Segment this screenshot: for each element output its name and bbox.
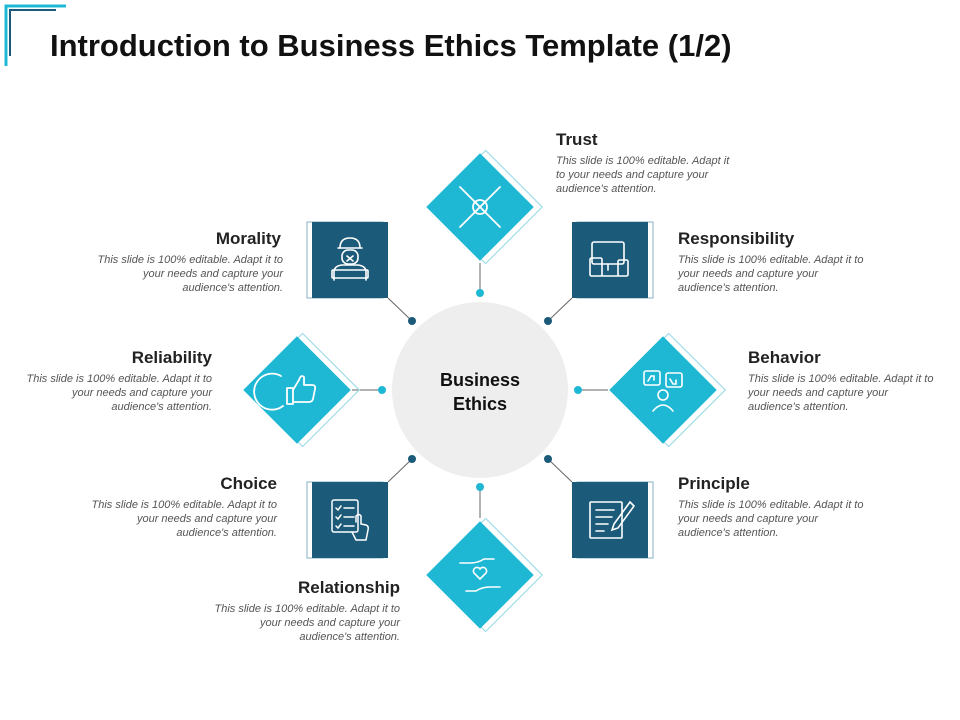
trust-description: This slide is 100% editable. Adapt it to… <box>556 155 730 195</box>
trust-label: Trust <box>556 130 598 149</box>
hands-heart-icon <box>459 558 501 592</box>
hub-label-line2: Ethics <box>452 394 508 414</box>
principle-node <box>572 481 654 559</box>
reliability-label: Reliability <box>131 348 212 367</box>
person-icon <box>331 237 369 281</box>
trust-node <box>426 149 544 265</box>
checklist-hand-icon <box>331 499 369 541</box>
relationship-label: Relationship <box>297 578 400 597</box>
behavior-description: This slide is 100% editable. Adapt it to… <box>748 373 934 413</box>
morality-node <box>306 221 388 299</box>
responsibility-label: Responsibility <box>678 229 795 248</box>
devices-icon <box>589 241 629 277</box>
hands-stack-icon <box>459 186 501 228</box>
hub-label: Business Ethics <box>400 368 560 416</box>
hub-circle <box>392 302 568 478</box>
hub-label-line1: Business <box>439 370 521 390</box>
thumbs-person-icon <box>643 370 683 412</box>
thumbs-up-icon <box>253 372 317 411</box>
reliability-description: This slide is 100% editable. Adapt it to… <box>26 373 212 413</box>
relationship-node <box>426 517 544 633</box>
page-title: Introduction to Business Ethics Template… <box>50 28 732 63</box>
choice-label: Choice <box>220 474 277 493</box>
connector-lines <box>352 263 608 518</box>
document-pen-icon <box>589 500 636 539</box>
responsibility-node <box>572 221 654 299</box>
responsibility-description: This slide is 100% editable. Adapt it to… <box>678 254 864 294</box>
morality-label: Morality <box>215 229 281 248</box>
connector-dots <box>378 289 582 491</box>
principle-label: Principle <box>678 474 750 493</box>
reliability-node <box>243 332 361 448</box>
choice-node <box>306 481 388 559</box>
choice-description: This slide is 100% editable. Adapt it to… <box>91 499 277 539</box>
behavior-label: Behavior <box>748 348 821 367</box>
corner-accent <box>4 4 66 66</box>
behavior-node <box>609 332 727 448</box>
relationship-description: This slide is 100% editable. Adapt it to… <box>214 603 400 643</box>
morality-description: This slide is 100% editable. Adapt it to… <box>97 254 283 294</box>
principle-description: This slide is 100% editable. Adapt it to… <box>678 499 864 539</box>
